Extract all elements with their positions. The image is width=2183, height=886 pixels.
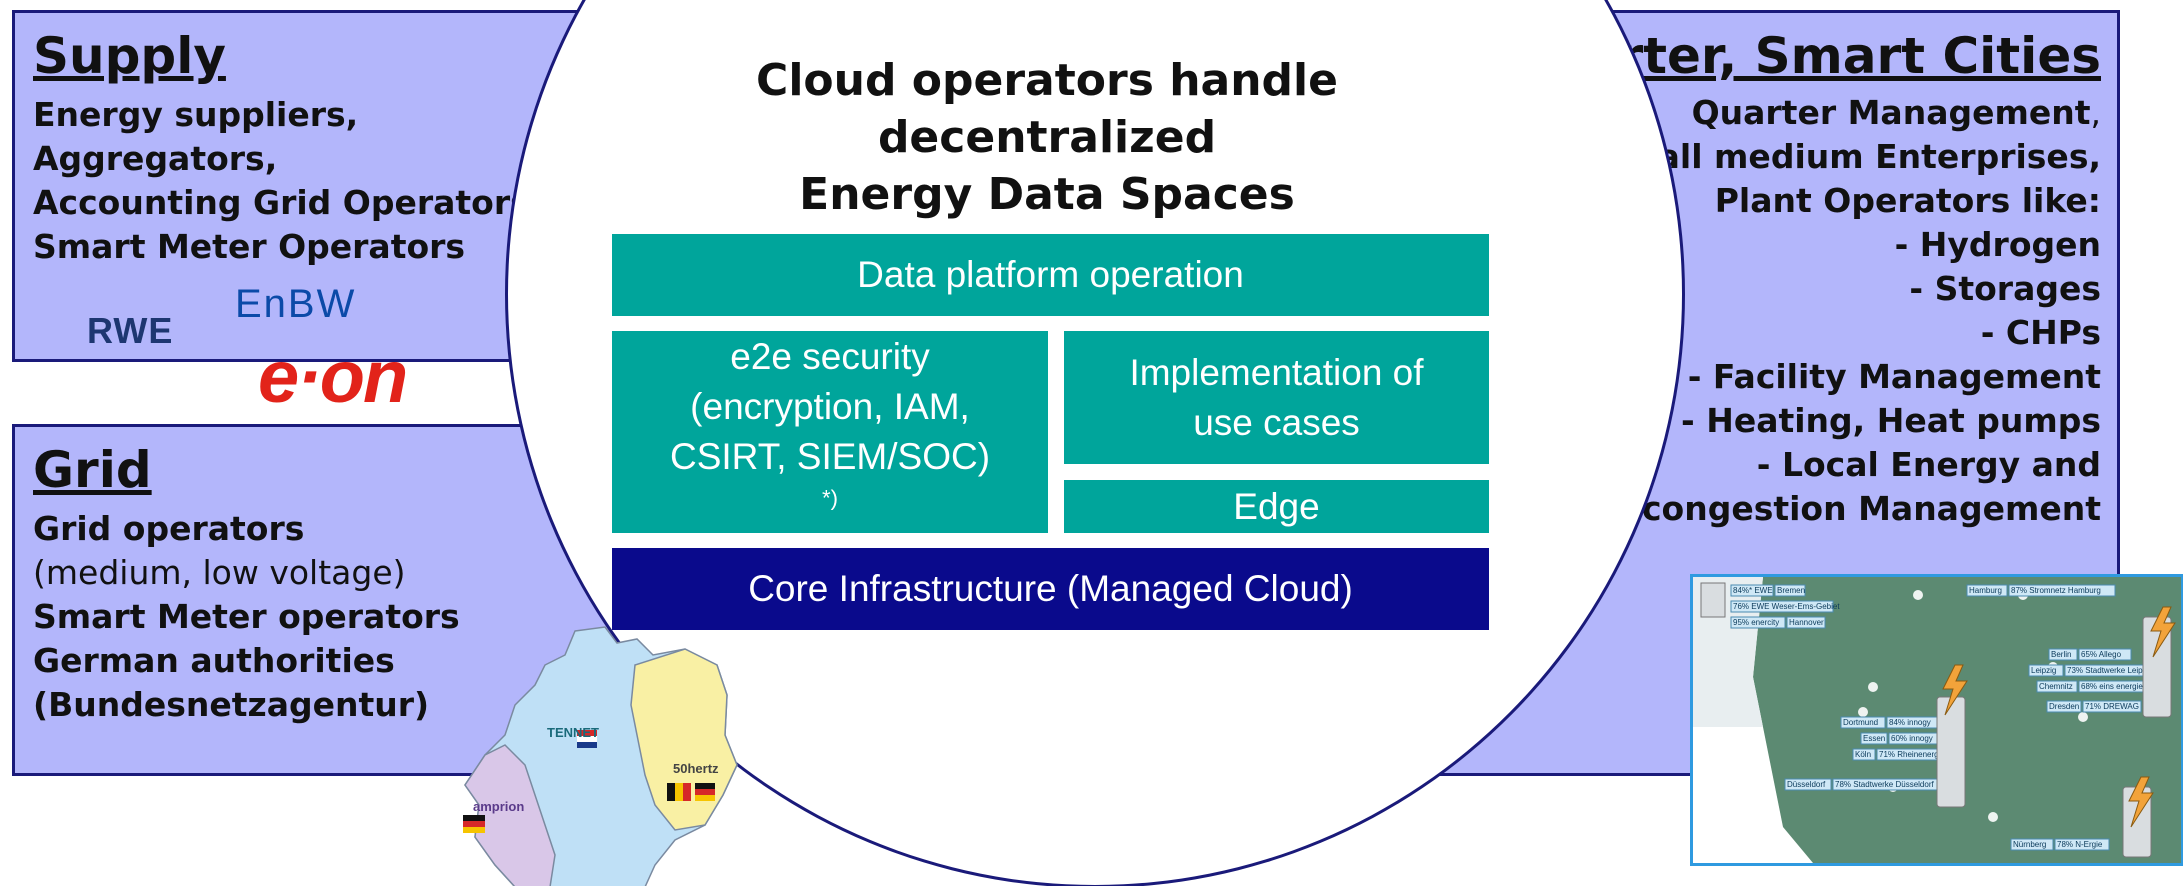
map-label: Nürnberg [2013,840,2046,849]
supply-line: Accounting Grid Operators, [33,183,543,222]
quarter-line: - Hydrogen [1894,225,2101,264]
grid-line: (Bundesnetzagentur) [33,685,430,724]
map-label: 60% innogy [1891,734,1933,743]
footnote-marker: *) [821,485,839,511]
map-label: 65% Allego [2081,650,2122,659]
map-label: Hamburg [1969,586,2002,595]
security-line: CSIRT, SIEM/SOC)*) [669,436,991,511]
supply-line: Energy suppliers, [33,95,359,134]
supply-line: Smart Meter Operators [33,227,466,266]
map-label: Dortmund [1843,718,1878,727]
map-label: 78% N-Ergie [2057,840,2103,849]
security-line: e2e security [730,336,930,377]
lightning-bolt-icon [1942,606,2176,828]
map-label: 71% DREWAG [2085,702,2139,711]
use-cases-line: Implementation of [1129,351,1424,393]
center-title-line: Energy Data Spaces [799,169,1295,220]
map-label: 87% Stromnetz Hamburg [2011,586,2101,595]
map-label: 68% eins energie [2081,682,2143,691]
quarter-line: Small medium Enterprises, [1599,137,2101,176]
quarter-line: congestion Management [1641,489,2101,528]
charging-network-map: 84%* EWE Bremen 76% EWE Weser-Ems-Gebiet… [1690,574,2183,866]
50hertz-label: 50hertz [673,761,719,776]
center-title: Cloud operators handle decentralized Ene… [612,52,1482,223]
quarter-line: - Heating, Heat pumps [1681,401,2101,440]
grid-line: (medium, low voltage) [33,553,406,592]
core-infrastructure-box: Core Infrastructure (Managed Cloud) [612,548,1489,630]
enbw-logo: EnBW [235,282,357,326]
data-platform-box: Data platform operation [612,234,1489,316]
map-label: Hannover [1789,618,1824,627]
germany-tso-map: TENNET 50hertz amprion [455,625,745,886]
supply-line: Aggregators, [33,139,278,178]
grid-line: Smart Meter operators [33,597,460,636]
map-label: 76% EWE Weser-Ems-Gebiet [1733,602,1840,611]
edge-box: Edge [1064,480,1489,533]
security-box: e2e security (encryption, IAM, CSIRT, SI… [612,331,1048,533]
grid-line: Grid operators [33,509,305,548]
map-label: 95% enercity [1733,618,1779,627]
map-label: Düsseldorf [1787,780,1826,789]
amprion-label: amprion [473,799,524,814]
center-title-line: Cloud operators handle [756,55,1338,106]
quarter-line: Quarter Management, [1691,93,2101,132]
map-label: Leipzig [2031,666,2056,675]
quarter-line: - Facility Management [1687,357,2101,396]
map-label: 78% Stadtwerke Düsseldorf [1835,780,1934,789]
security-line: (encryption, IAM, [690,386,970,427]
supply-list: Energy suppliers, Aggregators, Accountin… [33,93,542,269]
tennet-label: TENNET [547,725,599,740]
map-label: Köln [1855,750,1871,759]
map-label: 73% Stadtwerke Leipzig [2067,666,2153,675]
quarter-list: Quarter Management, Small medium Enterpr… [1600,91,2101,531]
map-label: Dresden [2049,702,2079,711]
quarter-line: Plant Operators like: [1714,181,2101,220]
rwe-logo: RWE [87,310,174,351]
map-label: Bremen [1777,586,1805,595]
grid-line: German authorities [33,641,395,680]
map-label: 84%* EWE [1733,586,1773,595]
map-label: Berlin [2051,650,2071,659]
eon-logo: e·on [258,335,408,418]
map-label: 71% Rheinenergie [1879,750,1945,759]
map-label: Chemnitz [2039,682,2073,691]
center-title-line: decentralized [877,112,1217,163]
grid-list: Grid operators (medium, low voltage) Sma… [33,507,460,727]
quarter-line: - Storages [1909,269,2101,308]
use-cases-box: Implementation of use cases [1064,331,1489,464]
supply-title: Supply [33,27,226,85]
grid-title: Grid [33,441,152,499]
map-label: 84% innogy [1889,718,1931,727]
quarter-line: - Local Energy and [1756,445,2101,484]
map-label: Essen [1863,734,1885,743]
use-cases-line: use cases [1193,401,1360,443]
quarter-line: - CHPs [1980,313,2101,352]
